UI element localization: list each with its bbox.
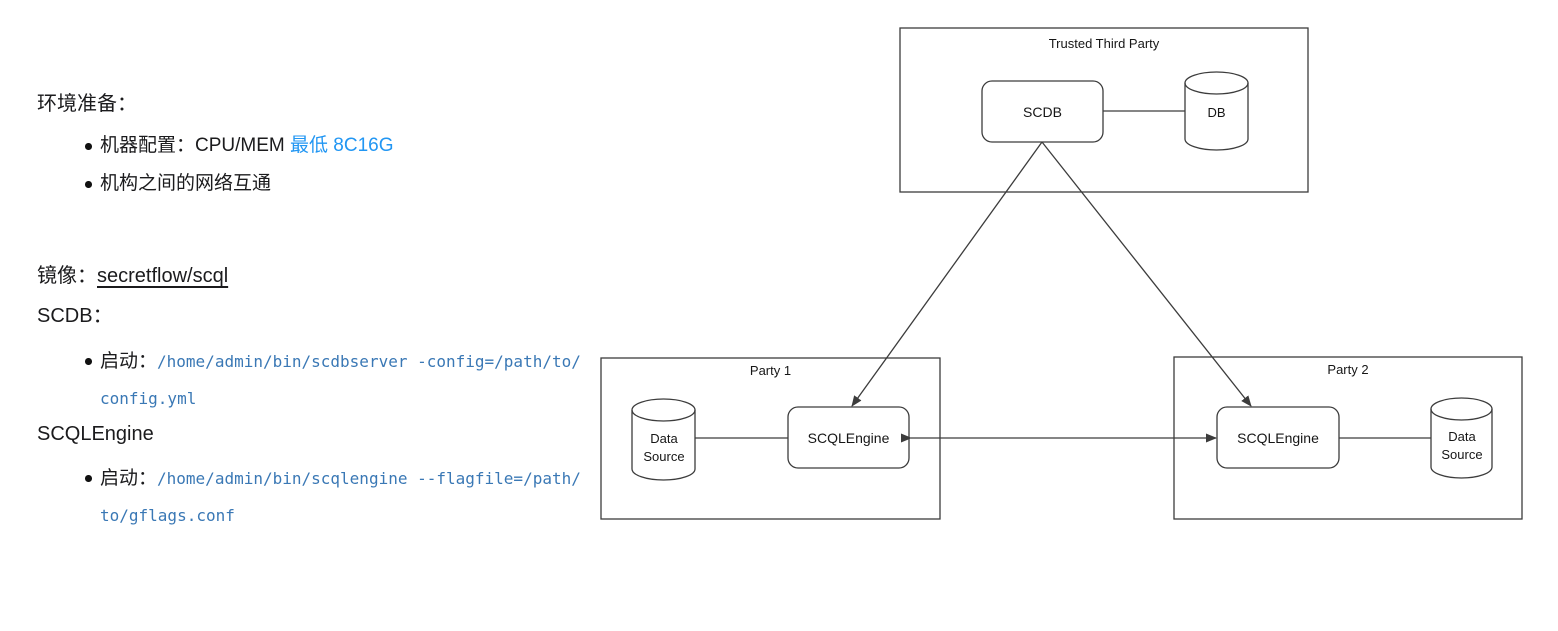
- scqlengine-command-line1: /home/admin/bin/scqlengine --flagfile=/p…: [157, 469, 581, 488]
- scdb-start-item: 启动：/home/admin/bin/scdbserver -config=/p…: [85, 343, 581, 417]
- scdb-command-line1: /home/admin/bin/scdbserver -config=/path…: [157, 352, 581, 371]
- network-item: 机构之间的网络互通: [85, 171, 271, 197]
- env-prep-heading: 环境准备：: [37, 93, 137, 115]
- network-item-text: 机构之间的网络互通: [100, 173, 272, 194]
- db-node-label: DB: [1207, 105, 1226, 120]
- trusted-third-party-box: [899, 27, 1309, 193]
- party1-datasource-label: Data Source: [643, 431, 685, 464]
- party2-datasource-cylinder: [1430, 397, 1493, 479]
- scdb-start-label: 启动：: [100, 351, 158, 372]
- machine-config-highlight: 最低 8C16G: [290, 135, 394, 156]
- scqlengine-section-heading: SCQLEngine: [37, 423, 154, 445]
- trusted-third-party-title: Trusted Third Party: [1048, 36, 1160, 51]
- image-line: 镜像：secretflow/scql: [37, 263, 228, 289]
- party1-datasource-cylinder: [631, 398, 696, 481]
- machine-config-text: 机器配置：CPU/MEM: [100, 135, 291, 156]
- party2-title: Party 2: [1327, 362, 1369, 377]
- scdb-to-party2-engine-arrow: [1041, 141, 1252, 407]
- image-label: 镜像：: [37, 265, 97, 287]
- machine-config-item: 机器配置：CPU/MEM 最低 8C16G: [85, 133, 394, 159]
- party2-engine-label: SCQLEngine: [1237, 429, 1319, 446]
- party1-engine-label: SCQLEngine: [807, 429, 890, 446]
- image-name-link[interactable]: secretflow/scql: [97, 265, 229, 287]
- party1-title: Party 1: [749, 363, 792, 378]
- scqlengine-start-item: 启动：/home/admin/bin/scqlengine --flagfile…: [85, 460, 581, 534]
- scdb-to-party1-engine-arrow: [851, 141, 1043, 407]
- party2-datasource-label: Data Source: [1441, 429, 1483, 462]
- scqlengine-command-line2: to/gflags.conf: [100, 506, 235, 525]
- scdb-command-line2: config.yml: [100, 389, 197, 408]
- db-cylinder: [1184, 71, 1249, 151]
- scqlengine-start-label: 启动：: [100, 468, 158, 489]
- scdb-section-heading: SCDB：: [37, 305, 113, 327]
- scdb-node-label: SCDB: [1023, 103, 1062, 120]
